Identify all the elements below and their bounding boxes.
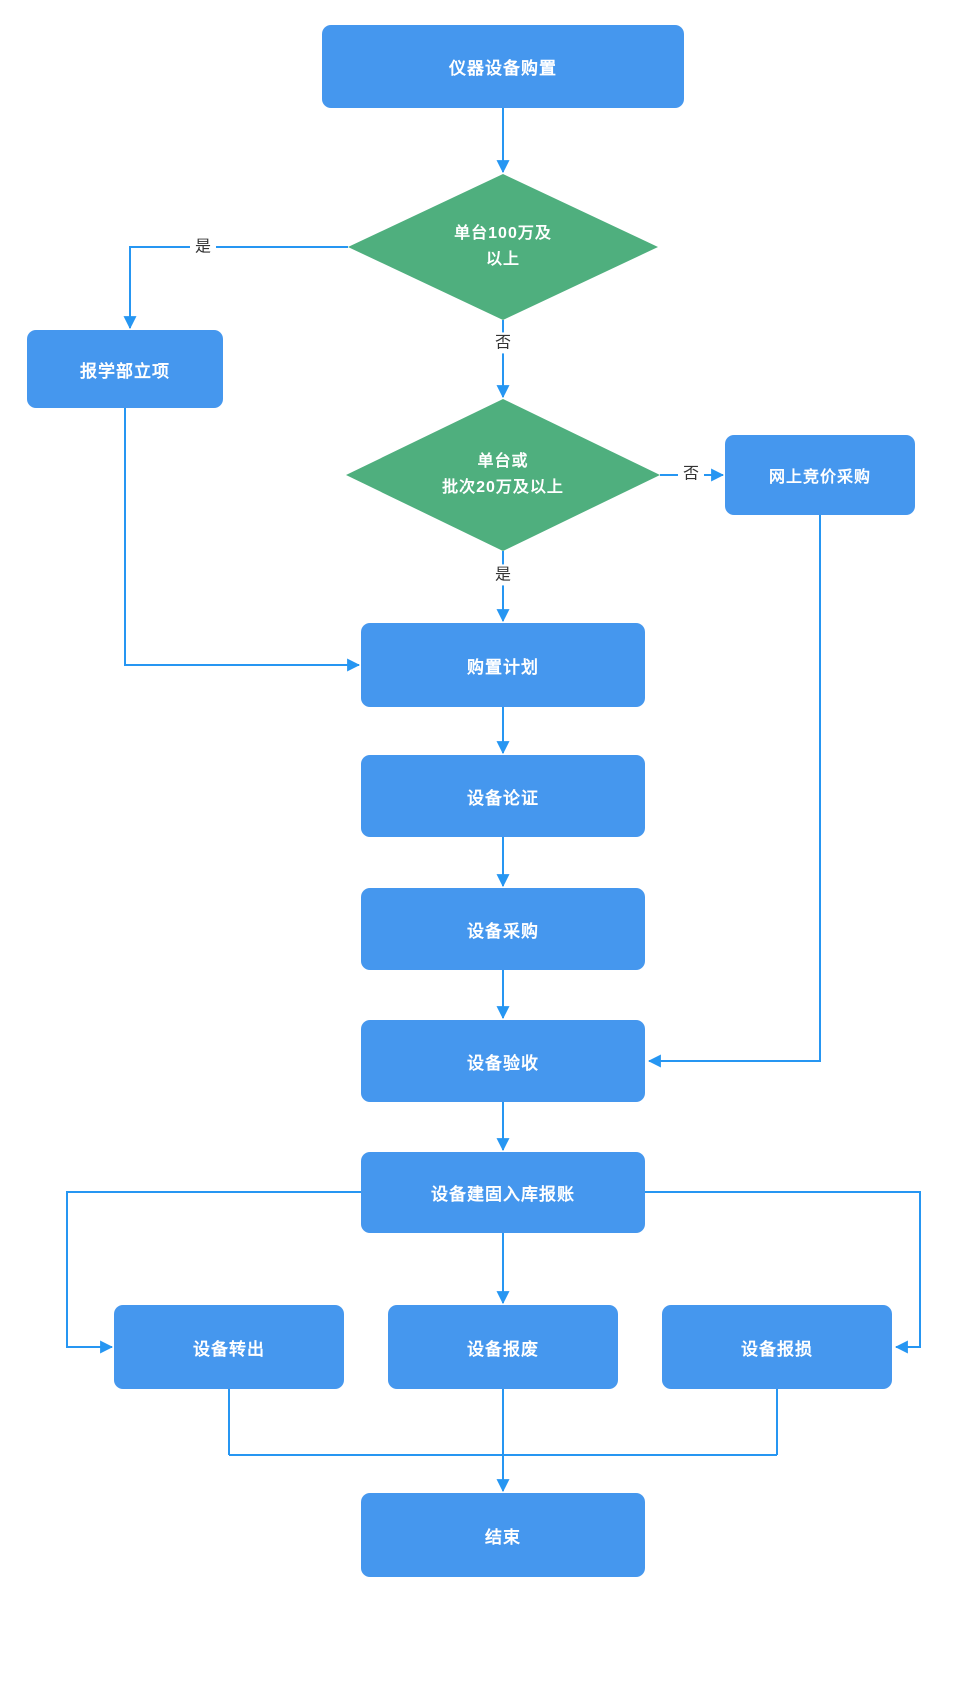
node-decision-100w: 单台100万及 以上	[348, 174, 658, 320]
decision-100w-line1: 单台100万及	[454, 224, 552, 242]
node-faculty-approval: 报学部立项	[27, 330, 223, 408]
node-end: 结束	[361, 1493, 645, 1577]
diamond-shape	[348, 174, 658, 320]
node-start: 仪器设备购置	[322, 25, 684, 108]
edge-label-decision1-no: 否	[489, 332, 517, 354]
node-equipment-procurement: 设备采购	[361, 888, 645, 970]
node-equipment-review: 设备论证	[361, 755, 645, 837]
node-start-label: 仪器设备购置	[449, 59, 557, 78]
node-online-bidding-label: 网上竞价采购	[768, 469, 871, 486]
node-decision-100w-label: 单台100万及 以上	[348, 174, 658, 320]
node-scrap: 设备报废	[388, 1305, 618, 1389]
node-online-bidding: 网上竞价采购	[725, 435, 915, 515]
decision-20w-line2: 批次20万及以上	[442, 479, 564, 496]
edge-label-decision2-yes: 是	[489, 564, 517, 586]
edge-label-decision2-no: 否	[677, 463, 705, 485]
node-faculty-approval-label: 报学部立项	[80, 361, 170, 381]
edge-bidding-to-acceptance	[647, 515, 821, 1068]
node-decision-20w: 单台或 批次20万及以上	[346, 399, 660, 551]
node-transfer-out: 设备转出	[114, 1305, 344, 1389]
node-asset-registration: 设备建固入库报账	[361, 1152, 645, 1233]
node-equipment-review-label: 设备论证	[467, 788, 539, 808]
edge-label-decision1-yes: 是	[189, 236, 217, 258]
node-damage-report: 设备报损	[662, 1305, 892, 1389]
node-purchase-plan: 购置计划	[361, 623, 645, 707]
node-equipment-acceptance-label: 设备验收	[467, 1053, 539, 1073]
node-damage-report-label: 设备报损	[741, 1339, 813, 1359]
edge-decision1-yes-to-faculty	[123, 246, 348, 330]
node-scrap-label: 设备报废	[467, 1339, 539, 1359]
node-equipment-acceptance: 设备验收	[361, 1020, 645, 1102]
edge-registration-to-transfer-out	[66, 1191, 361, 1354]
edge-faculty-to-purchase-plan	[124, 408, 361, 672]
edge-registration-to-damage	[645, 1191, 921, 1354]
node-end-label: 结束	[485, 1527, 521, 1547]
node-decision-20w-label: 单台或 批次20万及以上	[346, 399, 660, 551]
node-transfer-out-label: 设备转出	[193, 1339, 265, 1359]
decision-100w-line2: 以上	[485, 251, 520, 268]
decision-20w-line1: 单台或	[477, 452, 529, 470]
node-equipment-procurement-label: 设备采购	[467, 921, 539, 941]
node-purchase-plan-label: 购置计划	[467, 657, 539, 677]
node-asset-registration-label: 设备建固入库报账	[431, 1185, 575, 1204]
diamond-shape	[346, 399, 660, 551]
